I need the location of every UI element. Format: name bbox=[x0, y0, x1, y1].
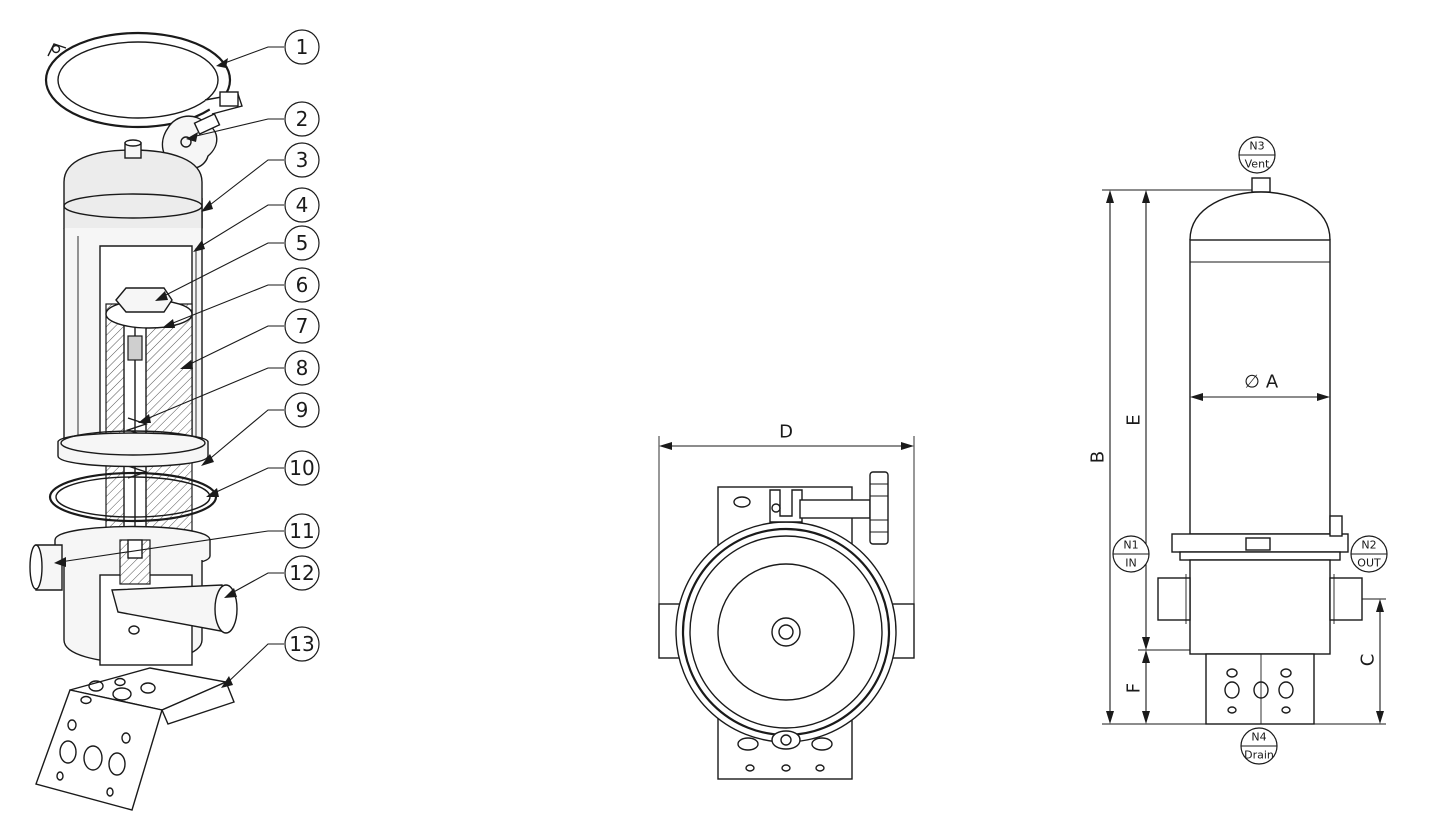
nozzle-n1-id: N1 bbox=[1123, 539, 1138, 552]
lower-body bbox=[29, 525, 238, 666]
exploded-cutaway-view bbox=[29, 31, 243, 811]
nozzle-n4-role: Drain bbox=[1244, 749, 1274, 762]
balloon-9: 9 bbox=[284, 392, 320, 428]
nozzle-n4-id: N4 bbox=[1251, 731, 1266, 744]
diameter-symbol: ∅ bbox=[1244, 372, 1260, 393]
nozzle-tag-n2: N2 OUT bbox=[1350, 535, 1388, 573]
balloon-3: 3 bbox=[284, 142, 320, 178]
top-view: D bbox=[658, 422, 915, 780]
nozzle-n3-role: Vent bbox=[1245, 158, 1270, 171]
dimension-a-letter: A bbox=[1266, 372, 1279, 393]
balloon-13: 13 bbox=[284, 626, 320, 662]
nozzle-n2-role: OUT bbox=[1357, 557, 1381, 570]
balloon-11-label: 11 bbox=[289, 519, 314, 543]
balloon-11: 11 bbox=[284, 513, 320, 549]
balloon-4: 4 bbox=[284, 187, 320, 223]
nozzle-tag-n3: N3 Vent bbox=[1238, 136, 1276, 174]
nozzle-tag-n1: N1 IN bbox=[1112, 535, 1150, 573]
balloon-7-label: 7 bbox=[296, 314, 309, 338]
side-elevation: ∅ A B E F C N3 Vent bbox=[1088, 136, 1388, 765]
balloon-8-label: 8 bbox=[296, 356, 309, 380]
balloon-1-label: 1 bbox=[296, 35, 309, 59]
balloon-2: 2 bbox=[284, 101, 320, 137]
dimension-f-label: F bbox=[1124, 683, 1145, 693]
dimension-b-label: B bbox=[1088, 451, 1109, 463]
mounting-bracket bbox=[35, 667, 235, 811]
balloon-5-label: 5 bbox=[296, 231, 309, 255]
leader-lines bbox=[54, 46, 284, 688]
nozzle-tag-n4: N4 Drain bbox=[1240, 727, 1278, 765]
balloon-7: 7 bbox=[284, 308, 320, 344]
balloon-12: 12 bbox=[284, 555, 320, 591]
body-flange bbox=[57, 430, 209, 468]
balloon-13-label: 13 bbox=[289, 632, 314, 656]
balloon-6: 6 bbox=[284, 267, 320, 303]
nozzle-n1-role: IN bbox=[1125, 557, 1136, 570]
balloon-2-label: 2 bbox=[296, 107, 309, 131]
top-clamp-ring bbox=[44, 31, 243, 129]
nozzle-n2-id: N2 bbox=[1361, 539, 1376, 552]
dimension-c-label: C bbox=[1358, 654, 1379, 667]
balloon-9-label: 9 bbox=[296, 398, 309, 422]
balloon-10: 10 bbox=[284, 450, 320, 486]
dimension-e-label: E bbox=[1124, 414, 1145, 425]
nozzle-n3-id: N3 bbox=[1249, 140, 1264, 153]
balloon-callouts: 1 2 3 4 5 6 7 8 9 10 11 12 13 bbox=[284, 29, 320, 662]
balloon-12-label: 12 bbox=[289, 561, 314, 585]
dimension-d-label: D bbox=[779, 422, 793, 443]
balloon-6-label: 6 bbox=[296, 273, 309, 297]
dimension-a-label: ∅ A bbox=[1244, 372, 1279, 393]
balloon-3-label: 3 bbox=[296, 148, 309, 172]
balloon-10-label: 10 bbox=[289, 456, 314, 480]
balloon-1: 1 bbox=[284, 29, 320, 65]
balloon-5: 5 bbox=[284, 225, 320, 261]
balloon-8: 8 bbox=[284, 350, 320, 386]
balloon-4-label: 4 bbox=[296, 193, 309, 217]
